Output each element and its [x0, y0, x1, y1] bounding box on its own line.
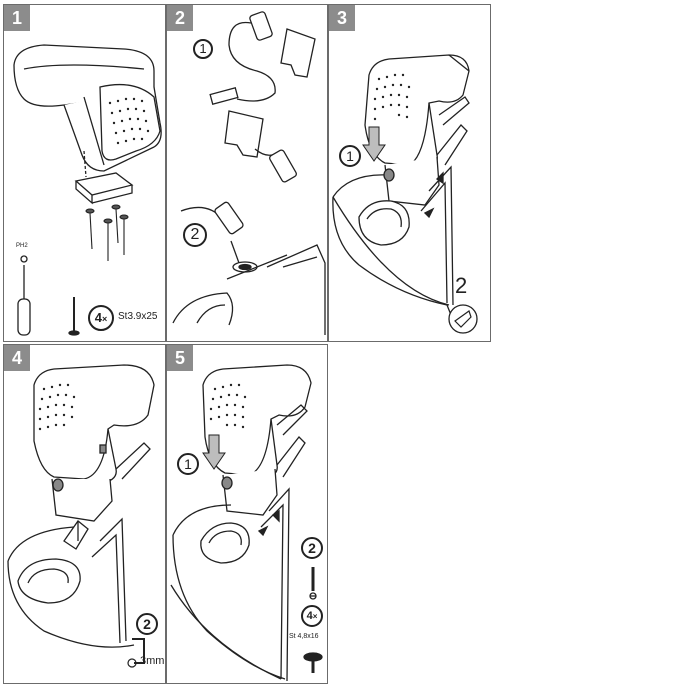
- quantity-symbol: ×: [312, 612, 318, 621]
- callout-1: 1: [339, 145, 361, 167]
- callout-2: 2: [455, 273, 468, 298]
- callout-1: 1: [177, 453, 199, 475]
- step-number-badge: 5: [167, 345, 193, 371]
- wiring-illustration: [172, 11, 326, 335]
- step-number-badge: 2: [167, 5, 193, 31]
- step-panel-2: 2 1 2: [166, 4, 328, 342]
- armrest-final-illustration: [170, 364, 323, 682]
- callout-2: 2: [301, 537, 323, 559]
- screw-quantity: 4: [306, 610, 313, 622]
- tool-label: PH2: [16, 243, 28, 249]
- step-panel-4: 4 2 3mm: [3, 344, 166, 684]
- armrest-install-illustration: [332, 54, 478, 334]
- callout-2: 2: [183, 223, 207, 247]
- callout-2: 2: [136, 613, 158, 635]
- screw-quantity-circle: 4×: [88, 305, 114, 331]
- step-panel-3: 3: [328, 4, 491, 342]
- callout-1: 1: [193, 39, 213, 59]
- armrest-fixing-illustration: [7, 364, 155, 668]
- step-panel-5: 5: [166, 344, 328, 684]
- step-number-badge: 3: [329, 5, 355, 31]
- armrest-mounting-illustration: [13, 44, 162, 336]
- screw-spec: St 4,8x16: [289, 633, 319, 640]
- screw-spec: St3.9x25: [118, 311, 158, 322]
- quantity-symbol: ×: [101, 314, 108, 324]
- screw-quantity: 4: [94, 310, 102, 325]
- hex-key-size: 3mm: [140, 655, 165, 667]
- step-number-badge: 4: [4, 345, 30, 371]
- screw-quantity-circle: 4×: [301, 605, 323, 627]
- step-number-badge: 1: [4, 5, 30, 31]
- step-panel-1: 1: [3, 4, 166, 342]
